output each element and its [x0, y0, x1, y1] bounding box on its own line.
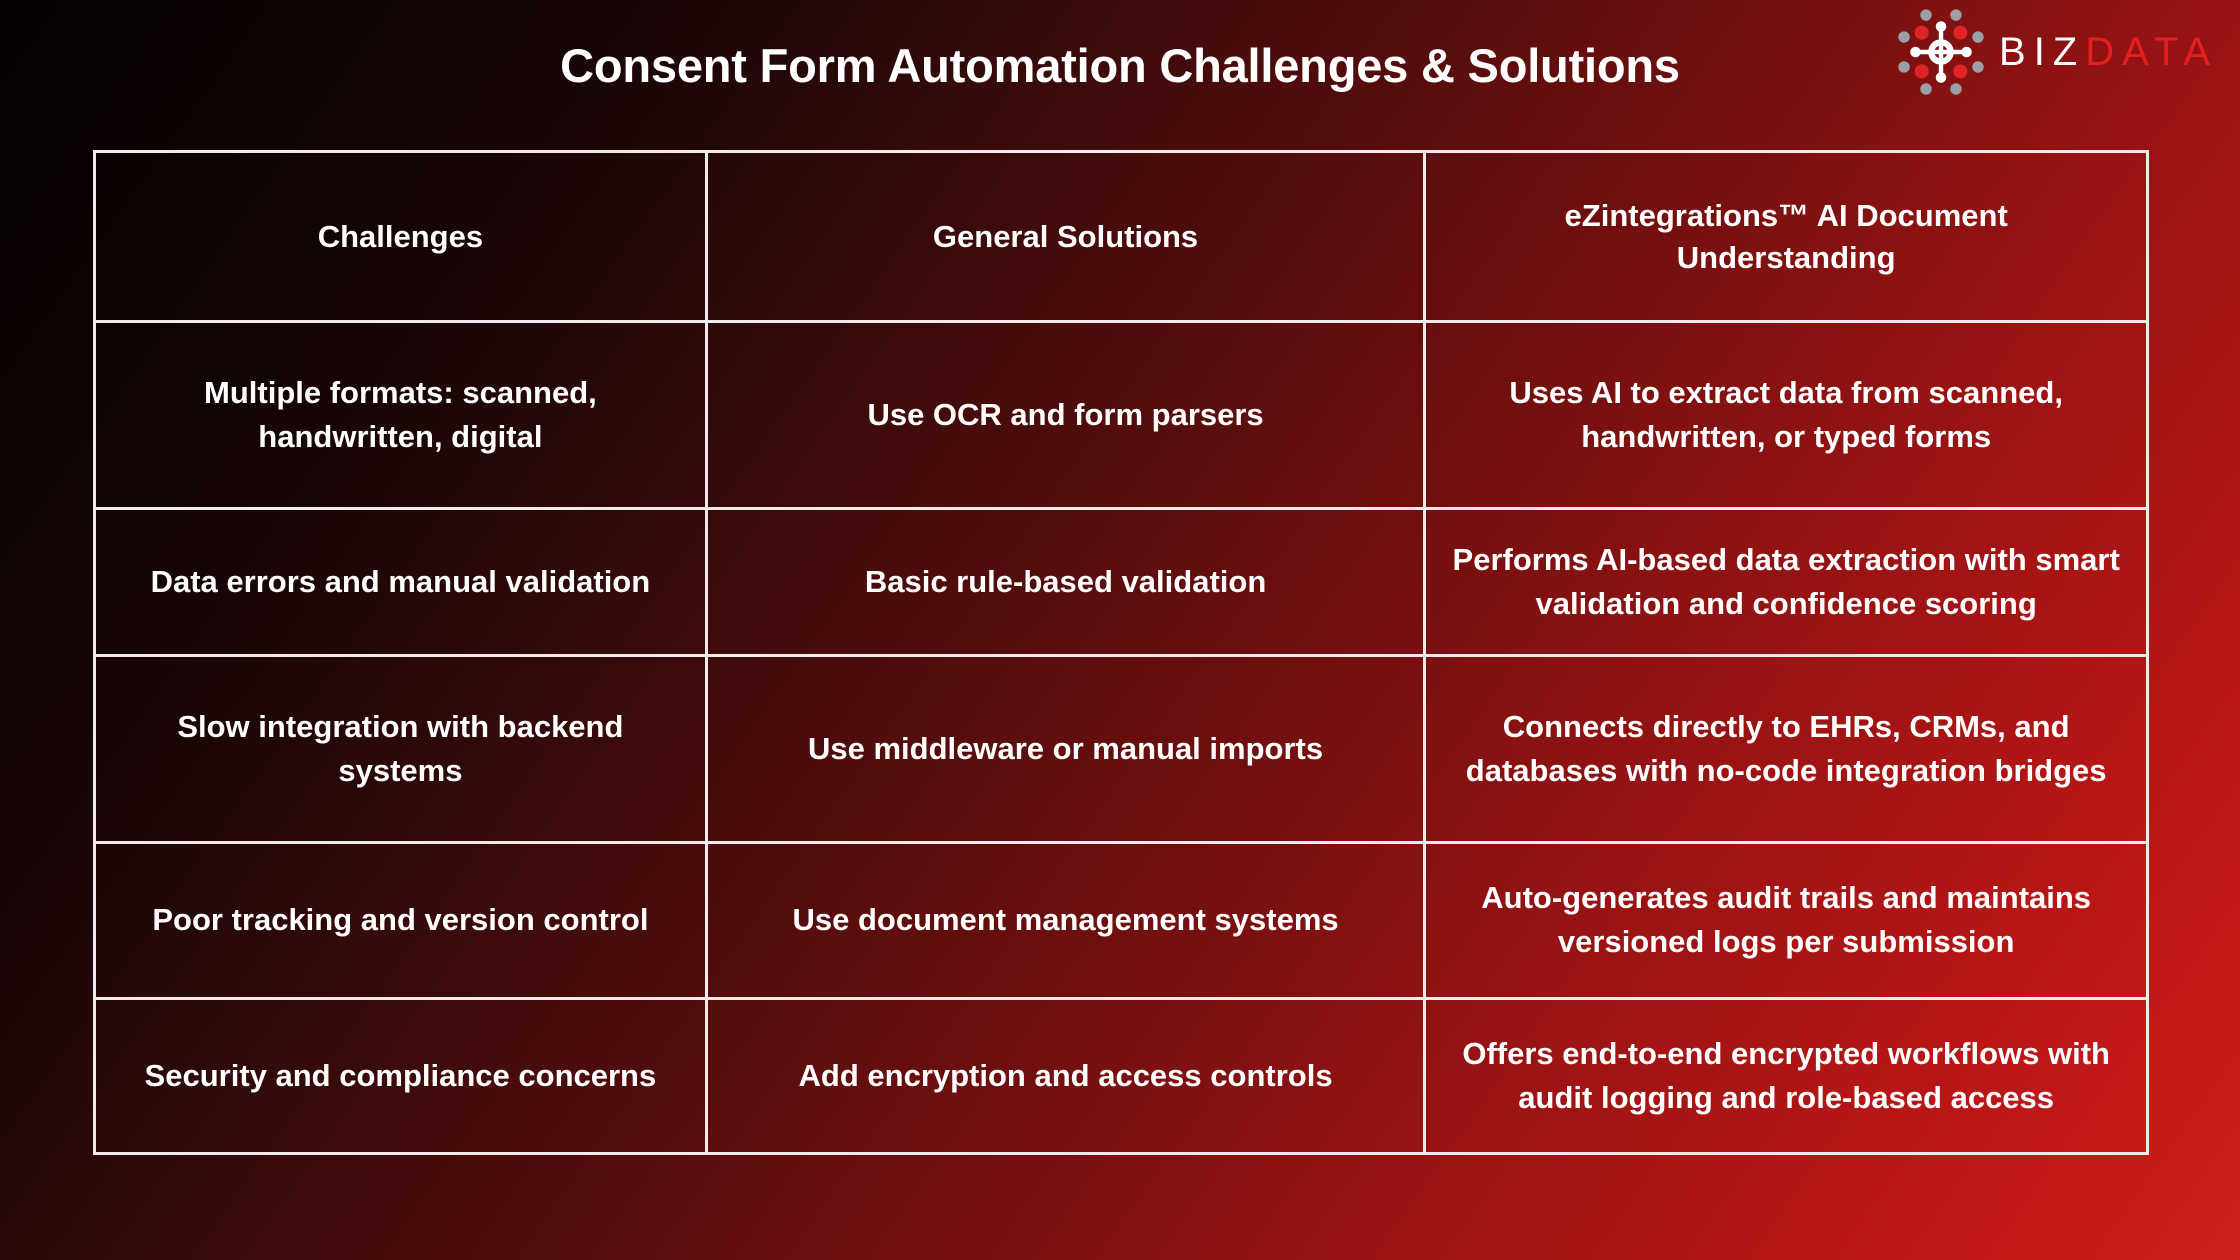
table-body: Multiple formats: scanned, handwritten, …	[93, 320, 2149, 1155]
page-title: Consent Form Automation Challenges & Sol…	[560, 39, 1680, 92]
bizdata-network-hub-logo-icon	[1897, 8, 1985, 96]
cell-general-solution: Add encryption and access controls	[704, 996, 1427, 1155]
table-row: Security and compliance concerns Add enc…	[93, 996, 2149, 1155]
cell-general-solution: Use document management systems	[704, 841, 1427, 1000]
cell-ezintegrations: Offers end-to-end encrypted workflows wi…	[1423, 996, 2149, 1155]
cell-general-solution: Use middleware or manual imports	[704, 654, 1427, 845]
wordmark-biz: BIZ	[1999, 29, 2086, 74]
cell-general-solution: Use OCR and form parsers	[704, 320, 1427, 510]
bizdata-logo: BIZDATA	[1897, 8, 2218, 96]
table-row: Poor tracking and version control Use do…	[93, 841, 2149, 1000]
table-row: Multiple formats: scanned, handwritten, …	[93, 320, 2149, 510]
column-header-challenges: Challenges	[93, 150, 708, 323]
cell-general-solution: Basic rule-based validation	[704, 506, 1427, 658]
comparison-table: Challenges General Solutions eZintegrati…	[93, 150, 2149, 1155]
column-header-general-solutions: General Solutions	[704, 150, 1427, 323]
table-row: Data errors and manual validation Basic …	[93, 506, 2149, 658]
table-header: Challenges General Solutions eZintegrati…	[93, 150, 2149, 323]
cell-challenge: Security and compliance concerns	[93, 996, 708, 1155]
wordmark-data: DATA	[2085, 29, 2218, 74]
cell-challenge: Multiple formats: scanned, handwritten, …	[93, 320, 708, 510]
cell-ezintegrations: Uses AI to extract data from scanned, ha…	[1423, 320, 2149, 510]
table-row: Slow integration with backend systems Us…	[93, 654, 2149, 845]
cell-challenge: Poor tracking and version control	[93, 841, 708, 1000]
cell-ezintegrations: Performs AI-based data extraction with s…	[1423, 506, 2149, 658]
slide-header: Consent Form Automation Challenges & Sol…	[0, 0, 2240, 130]
cell-challenge: Data errors and manual validation	[93, 506, 708, 658]
comparison-table-container: Challenges General Solutions eZintegrati…	[93, 150, 2149, 1155]
cell-ezintegrations: Auto-generates audit trails and maintain…	[1423, 841, 2149, 1000]
cell-challenge: Slow integration with backend systems	[93, 654, 708, 845]
column-header-ezintegrations: eZintegrations™ AI Document Understandin…	[1423, 150, 2149, 323]
table-header-row: Challenges General Solutions eZintegrati…	[93, 150, 2149, 323]
bizdata-wordmark: BIZDATA	[1999, 30, 2218, 75]
cell-ezintegrations: Connects directly to EHRs, CRMs, and dat…	[1423, 654, 2149, 845]
